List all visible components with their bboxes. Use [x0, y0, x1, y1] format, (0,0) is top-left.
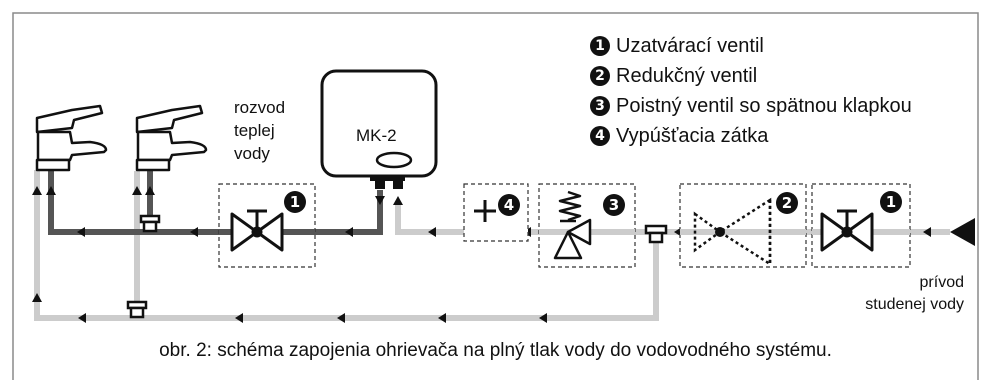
legend-text: Redukčný ventil [616, 64, 758, 87]
shutoff-valve-icon [230, 209, 284, 252]
legend-text: Vypúšťacia zátka [616, 124, 769, 147]
figure-frame [12, 12, 979, 380]
faucet-icon [135, 104, 208, 172]
legend-number: 2 [590, 66, 610, 86]
legend-item: 2 Redukčný ventil [590, 62, 757, 90]
hot-line-2: teplej [234, 121, 275, 140]
legend-number: 1 [590, 36, 610, 56]
legend-text: Uzatvárací ventil [616, 34, 764, 57]
cold-water-supply-label: prívod studenej vody [840, 272, 964, 316]
tee-fitting-icon [644, 224, 668, 244]
tee-fitting-icon [126, 300, 148, 319]
figure-caption: obr. 2: schéma zapojenia ohrievača na pl… [159, 340, 832, 361]
badge-safety-valve: 3 [603, 194, 625, 216]
heater-label: MK-2 [356, 126, 397, 145]
hot-line-1: rozvod [234, 98, 286, 117]
legend-number: 3 [590, 96, 610, 116]
tee-fitting-icon [139, 214, 161, 233]
legend-item: 1 Uzatvárací ventil [590, 32, 764, 60]
flow-arrows [32, 186, 931, 323]
shutoff-valve-icon [820, 209, 874, 252]
water-heater [320, 69, 438, 189]
badge-drain-plug: 4 [498, 194, 520, 216]
legend-item: 4 Vypúšťacia zátka [590, 122, 768, 150]
legend-item: 3 Poistný ventil so spätnou klapkou [590, 92, 912, 120]
cold-line-1: prívod [919, 274, 964, 291]
hot-water-distribution-label: rozvod teplej vody [234, 96, 285, 165]
faucet-icon [35, 104, 108, 172]
drain-plug-icon [474, 200, 496, 222]
badge-shutoff-valve-hot: 1 [284, 191, 306, 213]
cold-inlet-arrow [950, 218, 975, 246]
reducer-center-dot [715, 227, 725, 237]
cold-line-2: studenej vody [865, 296, 964, 313]
badge-pressure-reducer: 2 [776, 192, 798, 214]
pressure-reducer-icon [693, 197, 772, 267]
safety-valve-icon [553, 190, 592, 260]
hot-line-3: vody [234, 144, 270, 163]
badge-shutoff-valve-cold: 1 [880, 191, 902, 213]
legend-number: 4 [590, 126, 610, 146]
legend-text: Poistný ventil so spätnou klapkou [616, 94, 912, 117]
hot-water-pipe [48, 170, 383, 235]
